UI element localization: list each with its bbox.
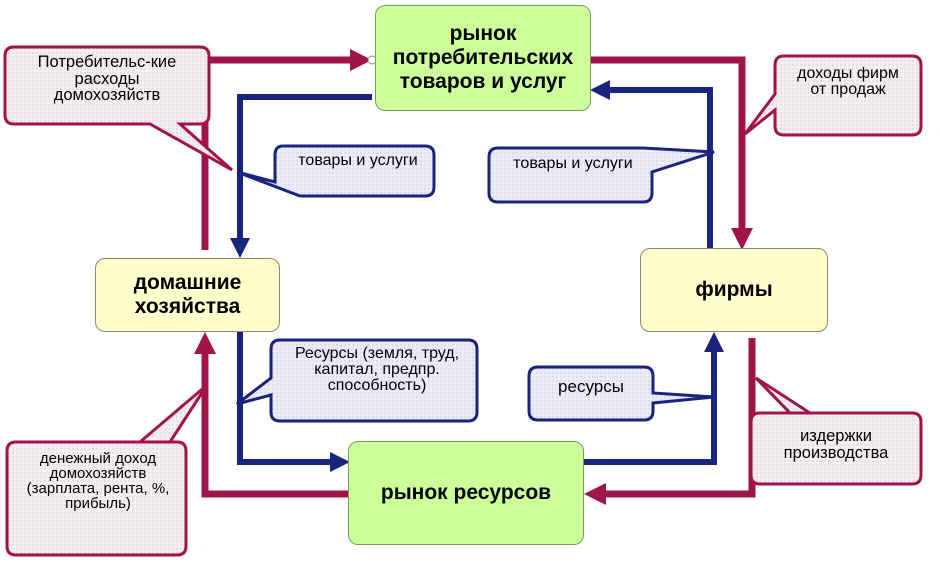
goods-right-text: товары и услуги <box>510 156 636 172</box>
resources-right-text: ресурсы <box>536 378 646 395</box>
household-income-arrowhead <box>194 332 216 354</box>
firm-revenue-label: доходы фирм от продаж <box>797 65 899 98</box>
consumer-market-label: рынок потребительских товаров и услуг <box>392 21 574 94</box>
goods-to-households-arrowhead <box>230 238 250 258</box>
goods-left-text: товары и услуги <box>296 153 420 169</box>
production-costs-text: издержки производства <box>766 428 906 461</box>
firm-revenue-arrowhead <box>731 228 753 250</box>
goods-right-label: товары и услуги <box>513 155 633 172</box>
consumer-market-box: рынок потребительских товаров и услуг <box>375 5 591 111</box>
goods-left-callout-shape <box>236 144 436 198</box>
firms-box: фирмы <box>640 248 828 332</box>
goods-right-callout-shape <box>487 146 715 204</box>
production-costs-callout-shape <box>749 376 923 486</box>
consumer-spending-label: Потребительс-кие расходы домохозяйств <box>37 53 177 104</box>
resources-to-firms-arrowhead <box>704 332 724 352</box>
goods-from-firms-arrowhead <box>590 80 610 100</box>
production-costs-label: издержки производства <box>783 427 889 462</box>
household-income-text: денежный доход домохозяйств (зарплата, р… <box>22 451 174 511</box>
resources-to-firms-arrow <box>584 352 717 465</box>
firm-revenue-arrow <box>590 56 746 228</box>
household-income-callout-shape <box>5 383 209 557</box>
firm-revenue-text: доходы фирм от продаж <box>790 66 906 98</box>
goods-left-label: товары и услуги <box>298 152 418 169</box>
resource-market-label: рынок ресурсов <box>380 480 552 504</box>
resources-right-callout-shape <box>527 365 715 422</box>
production-costs-arrowhead <box>584 483 606 505</box>
resources-left-label: Ресурсы (земля, труд, капитал, предпр. с… <box>294 345 460 394</box>
goods-from-firms-arrow <box>610 87 713 248</box>
resources-from-households-arrowhead <box>330 452 350 472</box>
goods-to-households-arrow <box>237 94 372 238</box>
resources-left-text: Ресурсы (земля, труд, капитал, предпр. с… <box>285 346 469 394</box>
firms-label: фирмы <box>695 277 773 301</box>
production-costs-arrow <box>606 338 756 498</box>
consumer-spending-text: Потребительс-кие расходы домохозяйств <box>22 54 192 104</box>
households-label: домашние хозяйства <box>133 270 242 318</box>
household-income-arrow <box>201 354 350 498</box>
consumer-spending-arrowhead <box>350 49 372 71</box>
household-income-label: денежный доход домохозяйств (зарплата, р… <box>26 450 170 512</box>
consumer-spending-callout-shape <box>3 45 233 172</box>
resources-right-label: ресурсы <box>558 377 624 396</box>
households-box: домашние хозяйства <box>95 258 280 332</box>
resources-from-households-arrow <box>237 332 330 465</box>
resources-left-callout-shape <box>236 338 479 423</box>
resource-market-box: рынок ресурсов <box>348 441 584 545</box>
firm-revenue-callout-shape <box>743 54 923 137</box>
